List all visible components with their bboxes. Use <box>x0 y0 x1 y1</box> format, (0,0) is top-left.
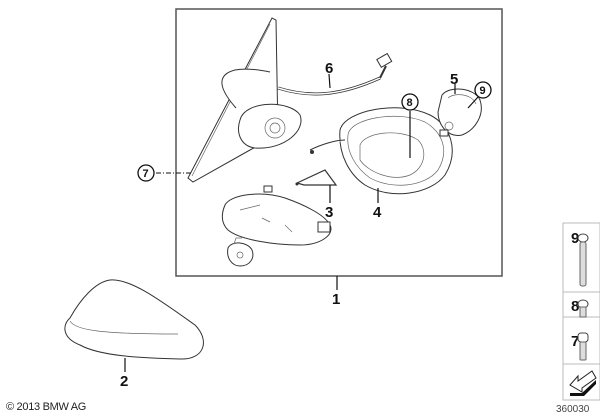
glass-carrier-part[interactable] <box>309 107 453 195</box>
callout-4: 4 <box>373 204 382 221</box>
svg-text:9: 9 <box>480 85 486 97</box>
housing-bracket-part[interactable] <box>221 185 332 246</box>
mirror-cap-part[interactable] <box>64 279 204 360</box>
fastener-panel: 9 8 7 <box>562 222 600 401</box>
callout-5: 5 <box>450 71 458 88</box>
actuator-part[interactable] <box>227 237 254 267</box>
pan-head-screw-icon <box>577 299 589 318</box>
assembly-frame <box>175 8 503 277</box>
spring-clip-part[interactable] <box>295 169 338 186</box>
callout-8: 8 <box>401 93 419 111</box>
direction-arrow-icon <box>569 370 597 396</box>
svg-text:8: 8 <box>407 97 413 109</box>
diagram-number: 360030 <box>556 404 590 415</box>
callout-7: 7 <box>137 164 155 182</box>
copyright-notice: © 2013 BMW AG <box>6 401 87 413</box>
fastener-label-8: 8 <box>571 298 579 315</box>
fastener-label-7: 7 <box>571 333 579 350</box>
callout-6: 6 <box>325 60 333 77</box>
socket-head-screw-icon <box>577 332 589 361</box>
adjustment-motor-part[interactable] <box>437 88 482 137</box>
callout-2: 2 <box>120 373 128 390</box>
wiring-cable-part[interactable] <box>277 52 393 96</box>
callout-9: 9 <box>474 81 492 99</box>
svg-text:7: 7 <box>143 168 149 180</box>
callout-1: 1 <box>332 291 340 308</box>
long-screw-icon <box>577 233 589 287</box>
callout-3: 3 <box>325 204 333 221</box>
fastener-label-9: 9 <box>571 230 579 247</box>
mirror-base-part[interactable] <box>187 17 302 183</box>
